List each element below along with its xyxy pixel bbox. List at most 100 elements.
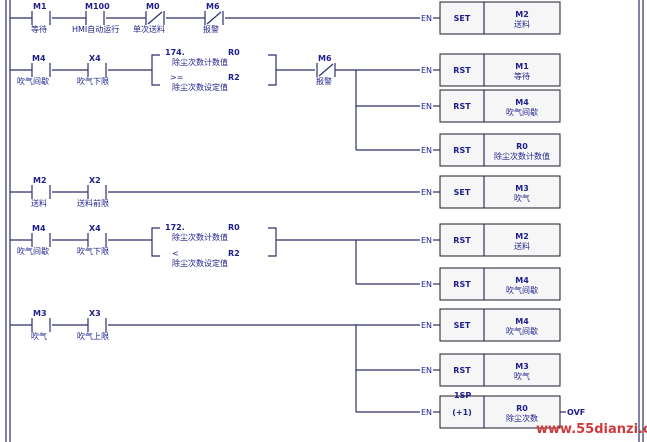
contact-label: HMI自动运行	[72, 24, 119, 34]
instruction-name: SET	[454, 14, 471, 23]
instruction-name: SET	[454, 321, 471, 330]
instruction-name: (+1)	[452, 408, 472, 417]
contact-id: X2	[89, 176, 101, 185]
contact-m6-rung2[interactable]: M6 报警	[316, 54, 337, 86]
operand-address: M3	[515, 184, 529, 193]
en-label: EN	[421, 66, 432, 75]
en-label: EN	[421, 146, 432, 155]
contact-label: 吹气	[31, 331, 47, 341]
compare-op: <	[172, 249, 179, 258]
compare-code: 174.	[165, 48, 185, 57]
contact-id: M6	[318, 54, 332, 63]
operand-address: M2	[515, 10, 529, 19]
contact-m6[interactable]: M6 报警	[203, 2, 225, 34]
operand-address: M2	[515, 232, 529, 241]
contact-label: 吹气间歇	[17, 76, 49, 86]
instruction-top-label: 1SP	[454, 391, 471, 400]
operand-description: 送料	[514, 241, 530, 251]
contact-id: M4	[32, 224, 46, 233]
contact-m2[interactable]: M2 送料	[31, 176, 52, 208]
contact-id: X3	[89, 309, 101, 318]
operand-address: R0	[516, 404, 528, 413]
contact-m0[interactable]: M0 单次送料	[133, 2, 166, 34]
en-label: EN	[421, 321, 432, 330]
compare-code: 172.	[165, 223, 185, 232]
en-label: EN	[421, 102, 432, 111]
compare-reg1: R0	[228, 223, 240, 232]
operand-description: 除尘次数	[506, 413, 538, 423]
operand-description: 吹气间歇	[506, 107, 538, 117]
compare-desc1: 除尘次数计数值	[172, 57, 228, 67]
instruction-name: RST	[453, 236, 471, 245]
contact-label: 吹气间歇	[17, 246, 49, 256]
contact-x3[interactable]: X3 吹气上限	[77, 309, 109, 341]
contact-id: M6	[206, 2, 220, 11]
en-label: EN	[421, 280, 432, 289]
contact-label: 吹气上限	[77, 331, 109, 341]
contact-id: M100	[85, 2, 110, 11]
contact-id: M4	[32, 54, 46, 63]
operand-description: 送料	[514, 19, 530, 29]
contact-x4[interactable]: X4 吹气下限	[77, 54, 109, 86]
contact-id: X4	[89, 54, 101, 63]
contact-id: M2	[33, 176, 47, 185]
operand-description: 吹气间歇	[506, 285, 538, 295]
compare-desc2: 除尘次数设定值	[172, 258, 228, 268]
instruction-name: RST	[453, 146, 471, 155]
instruction-name: RST	[453, 280, 471, 289]
operand-address: M4	[515, 98, 529, 107]
operand-address: R0	[516, 142, 528, 151]
compare-block-172[interactable]: 172. R0 除尘次数计数值 < R2 除尘次数设定值	[151, 223, 420, 268]
instruction-name: SET	[454, 188, 471, 197]
contact-id: M1	[33, 2, 47, 11]
compare-reg2: R2	[228, 249, 240, 258]
contact-id: X4	[89, 224, 101, 233]
en-label: EN	[421, 188, 432, 197]
rung-2: M4 吹气间歇 X4 吹气下限 174. R0 除尘次数计数值 >= R2 除尘…	[10, 48, 420, 151]
contact-x2[interactable]: X2 送料前限	[77, 176, 109, 208]
operand-address: M4	[515, 317, 529, 326]
compare-desc1: 除尘次数计数值	[172, 232, 228, 242]
operand-description: 吹气间歇	[506, 326, 538, 336]
contact-m100[interactable]: M100 HMI自动运行	[72, 2, 119, 34]
watermark-text: www.55dianzi.com	[536, 422, 647, 437]
operand-description: 吹气	[514, 193, 530, 203]
operand-description: 除尘次数计数值	[494, 151, 550, 161]
contact-label: 吹气下限	[77, 76, 109, 86]
instruction-name: RST	[453, 366, 471, 375]
contact-m4[interactable]: M4 吹气间歇	[17, 224, 52, 256]
en-label: EN	[421, 408, 432, 417]
compare-op: >=	[170, 73, 183, 82]
contact-label: 报警	[316, 76, 332, 86]
contact-label: 送料	[31, 198, 47, 208]
compare-reg1: R0	[228, 48, 240, 57]
contact-m3[interactable]: M3 吹气	[31, 309, 52, 341]
contact-x4[interactable]: X4 吹气下限	[77, 224, 109, 256]
operand-description: 吹气	[514, 371, 530, 381]
instruction-name: RST	[453, 66, 471, 75]
overflow-output: OVF	[567, 408, 585, 417]
contact-label: 吹气下限	[77, 246, 109, 256]
instruction-name: RST	[453, 102, 471, 111]
compare-desc2: 除尘次数设定值	[172, 82, 228, 92]
contact-label: 等待	[31, 24, 47, 34]
en-label: EN	[421, 14, 432, 23]
contact-m1[interactable]: M1 等待	[31, 2, 52, 34]
operand-address: M1	[515, 62, 529, 71]
contact-m4[interactable]: M4 吹气间歇	[17, 54, 52, 86]
compare-block-174[interactable]: 174. R0 除尘次数计数值 >= R2 除尘次数设定值	[151, 48, 315, 92]
contact-id: M3	[33, 309, 47, 318]
contact-label: 单次送料	[133, 24, 165, 34]
